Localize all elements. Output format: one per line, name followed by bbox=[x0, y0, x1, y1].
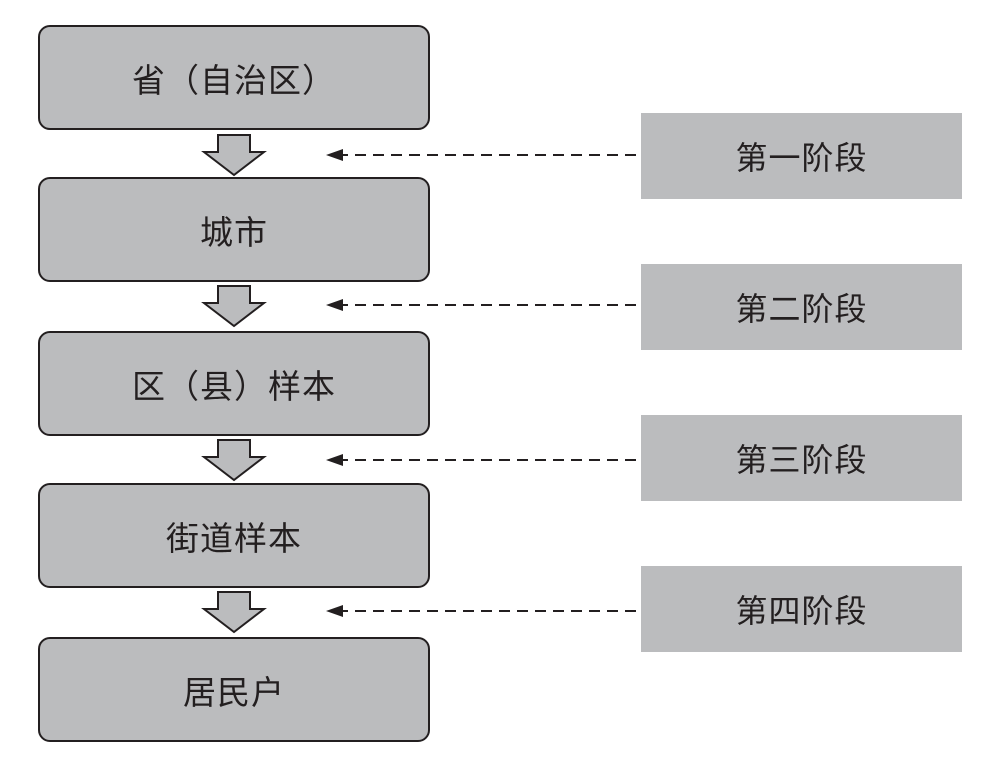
stage-pointer-3 bbox=[326, 454, 636, 466]
down-arrow-1 bbox=[201, 134, 267, 177]
level-label: 省（自治区） bbox=[132, 60, 336, 100]
level-box-street: 街道样本 bbox=[38, 483, 430, 588]
stage-pointer-1 bbox=[326, 149, 636, 161]
stage-pointer-2 bbox=[326, 299, 636, 311]
stage-label: 第一阶段 bbox=[735, 139, 868, 177]
stage-label: 第三阶段 bbox=[735, 441, 868, 479]
level-box-province: 省（自治区） bbox=[38, 25, 430, 130]
stage-box-4: 第四阶段 bbox=[641, 566, 962, 652]
stage-box-1: 第一阶段 bbox=[641, 113, 962, 199]
stage-box-3: 第三阶段 bbox=[641, 415, 962, 501]
stage-label: 第四阶段 bbox=[735, 592, 868, 630]
down-arrow-3 bbox=[201, 439, 267, 482]
level-label: 区（县）样本 bbox=[132, 366, 336, 406]
down-arrow-2 bbox=[201, 285, 267, 328]
level-box-district: 区（县）样本 bbox=[38, 331, 430, 436]
down-arrow-4 bbox=[201, 591, 267, 634]
stage-label: 第二阶段 bbox=[735, 290, 868, 328]
level-box-household: 居民户 bbox=[38, 637, 430, 742]
level-label: 城市 bbox=[200, 212, 268, 252]
level-label: 居民户 bbox=[183, 672, 285, 712]
level-label: 街道样本 bbox=[166, 518, 302, 558]
stage-box-2: 第二阶段 bbox=[641, 264, 962, 350]
stage-pointer-4 bbox=[326, 605, 636, 617]
level-box-city: 城市 bbox=[38, 177, 430, 282]
